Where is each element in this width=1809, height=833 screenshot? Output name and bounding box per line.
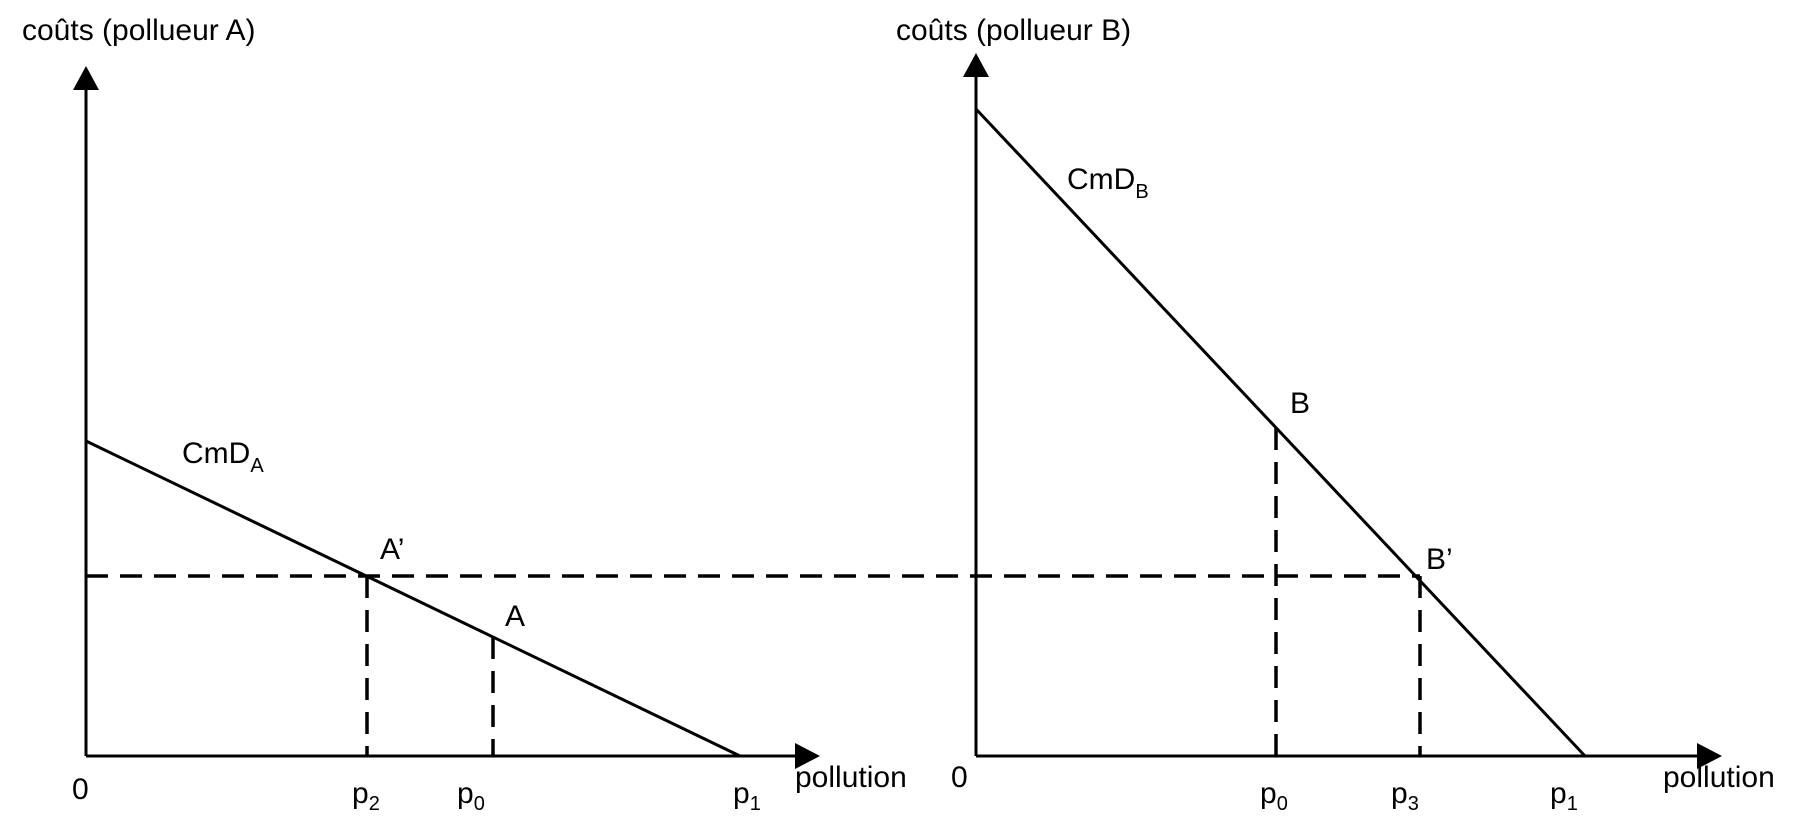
panel-b-origin-label: 0 xyxy=(951,761,968,794)
panel-a-y-axis-arrow-icon xyxy=(73,66,99,90)
panel-a-curve-label: CmDA xyxy=(182,437,264,477)
panel-b-tick-p0: p0 xyxy=(1260,777,1288,815)
point-b-label: B xyxy=(1290,387,1310,420)
panel-a-x-axis-arrow-icon xyxy=(795,743,820,769)
point-b-prime-label: B’ xyxy=(1426,543,1453,576)
panel-b-curve-label: CmDB xyxy=(1067,163,1149,203)
point-a-label: A xyxy=(505,600,525,633)
panel-a-tick-p2: p2 xyxy=(352,777,380,815)
panel-a-y-axis-title: coûts (pollueur A) xyxy=(22,14,255,47)
panel-b-x-axis-arrow-icon xyxy=(1697,743,1722,769)
point-a-prime-label: A’ xyxy=(380,533,404,566)
panel-a-tick-p0: p0 xyxy=(457,777,485,815)
panel-a-x-axis-title: pollution xyxy=(795,761,907,794)
panel-a-cmd-curve xyxy=(85,439,741,758)
panel-a-tick-p1: p1 xyxy=(733,777,761,815)
panel-b-tick-p1: p1 xyxy=(1550,777,1578,815)
panel-b: coûts (pollueur B) pollution 0 CmDB B B’… xyxy=(896,14,1775,815)
panel-b-cmd-curve xyxy=(974,107,1587,758)
panel-a: coûts (pollueur A) pollution 0 CmDA A’ A… xyxy=(22,14,907,815)
panel-a-origin-label: 0 xyxy=(72,773,89,806)
panel-b-y-axis-title: coûts (pollueur B) xyxy=(896,14,1131,47)
panel-b-x-axis-title: pollution xyxy=(1663,761,1775,794)
panel-b-tick-p3: p3 xyxy=(1391,777,1419,815)
panel-b-y-axis-arrow-icon xyxy=(963,53,989,77)
